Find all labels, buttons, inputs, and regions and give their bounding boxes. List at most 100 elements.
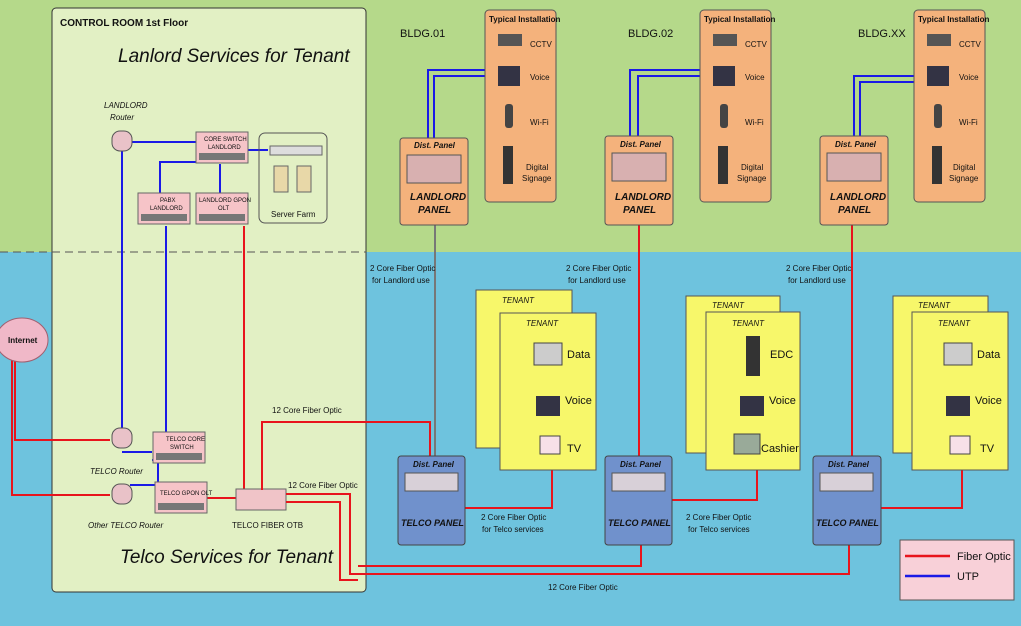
telco-gpon-olt: TELCO GPON OLT [154,481,213,514]
fiber-trunks [261,225,963,581]
svg-text:Digital: Digital [953,163,975,172]
svg-text:LANDLORD: LANDLORD [615,192,671,203]
svg-text:LANDLORD GPON: LANDLORD GPON [199,198,251,204]
wifi-icon [505,104,513,128]
svg-text:Voice: Voice [959,73,979,82]
svg-text:Router: Router [110,113,134,122]
svg-text:2 Core Fiber Optic: 2 Core Fiber Optic [566,264,631,273]
typical-installation-01: Typical Installation CCTV Voice Wi-Fi Di… [484,9,561,203]
telco-panel [812,455,882,546]
phone-icon [498,66,520,86]
landlord-gpon-olt: LANDLORD GPON OLT [195,192,251,225]
building-name: BLDG.02 [628,28,673,40]
control-room-wiring [11,141,268,499]
svg-text:CCTV: CCTV [530,40,552,49]
svg-text:TENANT: TENANT [732,319,765,328]
wifi-icon [720,104,728,128]
digital-signage-icon [503,146,513,184]
svg-text:TELCO FIBER OTB: TELCO FIBER OTB [232,521,303,530]
legend: Fiber Optic UTP [899,539,1015,601]
server-icon [296,165,312,193]
svg-text:LANDLORD: LANDLORD [104,101,148,110]
svg-text:Internet: Internet [8,336,38,345]
fiber-label-middle: 12 Core Fiber Optic [288,481,358,490]
svg-text:TELCO PANEL: TELCO PANEL [816,518,879,528]
svg-text:TENANT: TENANT [526,319,559,328]
telco-panel [604,455,673,546]
control-room-title: CONTROL ROOM 1st Floor [60,18,188,29]
svg-text:for Landlord use: for Landlord use [372,276,430,285]
svg-text:Cashier: Cashier [761,443,799,455]
svg-text:TELCO PANEL: TELCO PANEL [401,518,464,528]
svg-text:CORE SWITCH: CORE SWITCH [204,137,247,143]
svg-text:TENANT: TENANT [502,296,535,305]
svg-text:Voice: Voice [565,395,592,407]
legend-fiber-label: Fiber Optic [957,551,1011,563]
svg-text:LANDLORD: LANDLORD [150,206,183,212]
svg-text:Wi-Fi: Wi-Fi [959,118,978,127]
tv-icon [949,435,971,455]
svg-text:TELCO Router: TELCO Router [90,467,143,476]
telco-heading: Telco Services for Tenant [120,547,334,568]
svg-text:2 Core Fiber Optic: 2 Core Fiber Optic [686,513,751,522]
laptop-icon [533,342,563,366]
building-name: BLDG.01 [400,28,445,40]
svg-text:for Telco services: for Telco services [482,525,544,534]
cctv-icon [713,34,737,46]
svg-text:Data: Data [567,349,591,361]
svg-text:Dist. Panel: Dist. Panel [620,140,662,149]
typical-installation-xx: Typical Installation CCTV Voice Wi-Fi Di… [913,9,990,203]
server-farm: Server Farm [258,132,328,224]
internet-cloud: Internet [0,317,49,363]
svg-text:EDC: EDC [770,349,793,361]
digital-signage-icon [932,146,942,184]
svg-text:Dist. Panel: Dist. Panel [620,460,662,469]
telco-panel [397,455,466,546]
landlord-router: LANDLORD Router [104,101,148,152]
svg-text:PANEL: PANEL [418,205,451,216]
svg-text:TV: TV [980,443,995,455]
telco-router: TELCO Router [90,427,143,476]
svg-text:for Telco services: for Telco services [688,525,750,534]
core-switch-landlord: CORE SWITCH LANDLORD [195,131,249,164]
svg-text:OLT: OLT [218,206,230,212]
phone-icon [713,66,735,86]
svg-text:TENANT: TENANT [712,301,745,310]
svg-text:LANDLORD: LANDLORD [208,145,241,151]
svg-text:for Landlord use: for Landlord use [788,276,846,285]
svg-text:Server Farm: Server Farm [271,210,316,219]
svg-text:TELCO CORE: TELCO CORE [166,437,205,443]
svg-text:Dist. Panel: Dist. Panel [413,460,455,469]
svg-text:Dist. Panel: Dist. Panel [828,460,870,469]
svg-text:Dist. Panel: Dist. Panel [835,140,877,149]
svg-text:SWITCH: SWITCH [170,445,194,451]
svg-text:Voice: Voice [769,395,796,407]
svg-text:PANEL: PANEL [838,205,871,216]
router-icon [111,130,133,152]
phone-icon [740,396,764,416]
svg-text:Digital: Digital [741,163,763,172]
wifi-icon [934,104,942,128]
telco-core-switch: TELCO CORE SWITCH [152,431,206,464]
typical-installation-02: Typical Installation CCTV Voice Wi-Fi Di… [699,9,776,203]
svg-text:Typical Installation: Typical Installation [918,15,990,24]
svg-text:Data: Data [977,349,1001,361]
svg-text:PANEL: PANEL [623,205,656,216]
router-icon [111,483,133,505]
svg-text:TENANT: TENANT [938,319,971,328]
fiber-label-top: 12 Core Fiber Optic [272,406,342,415]
svg-text:Dist. Panel: Dist. Panel [414,141,456,150]
svg-text:TELCO GPON OLT: TELCO GPON OLT [160,491,213,497]
phone-icon [927,66,949,86]
svg-text:Voice: Voice [530,73,550,82]
svg-text:TENANT: TENANT [918,301,951,310]
building-name: BLDG.XX [858,28,906,40]
svg-text:Signage: Signage [737,174,767,183]
building-01: BLDG.01 Dist. Panel LANDLORD PANEL 2 Cor… [370,28,597,546]
building-xx: BLDG.XX Dist. Panel LANDLORD PANEL 2 Cor… [786,28,1009,546]
fiber-label-bottom: 12 Core Fiber Optic [548,583,618,592]
edc-terminal-icon [746,336,760,376]
svg-text:LANDLORD: LANDLORD [410,192,466,203]
svg-text:Signage: Signage [522,174,552,183]
svg-text:Other TELCO Router: Other TELCO Router [88,521,163,530]
